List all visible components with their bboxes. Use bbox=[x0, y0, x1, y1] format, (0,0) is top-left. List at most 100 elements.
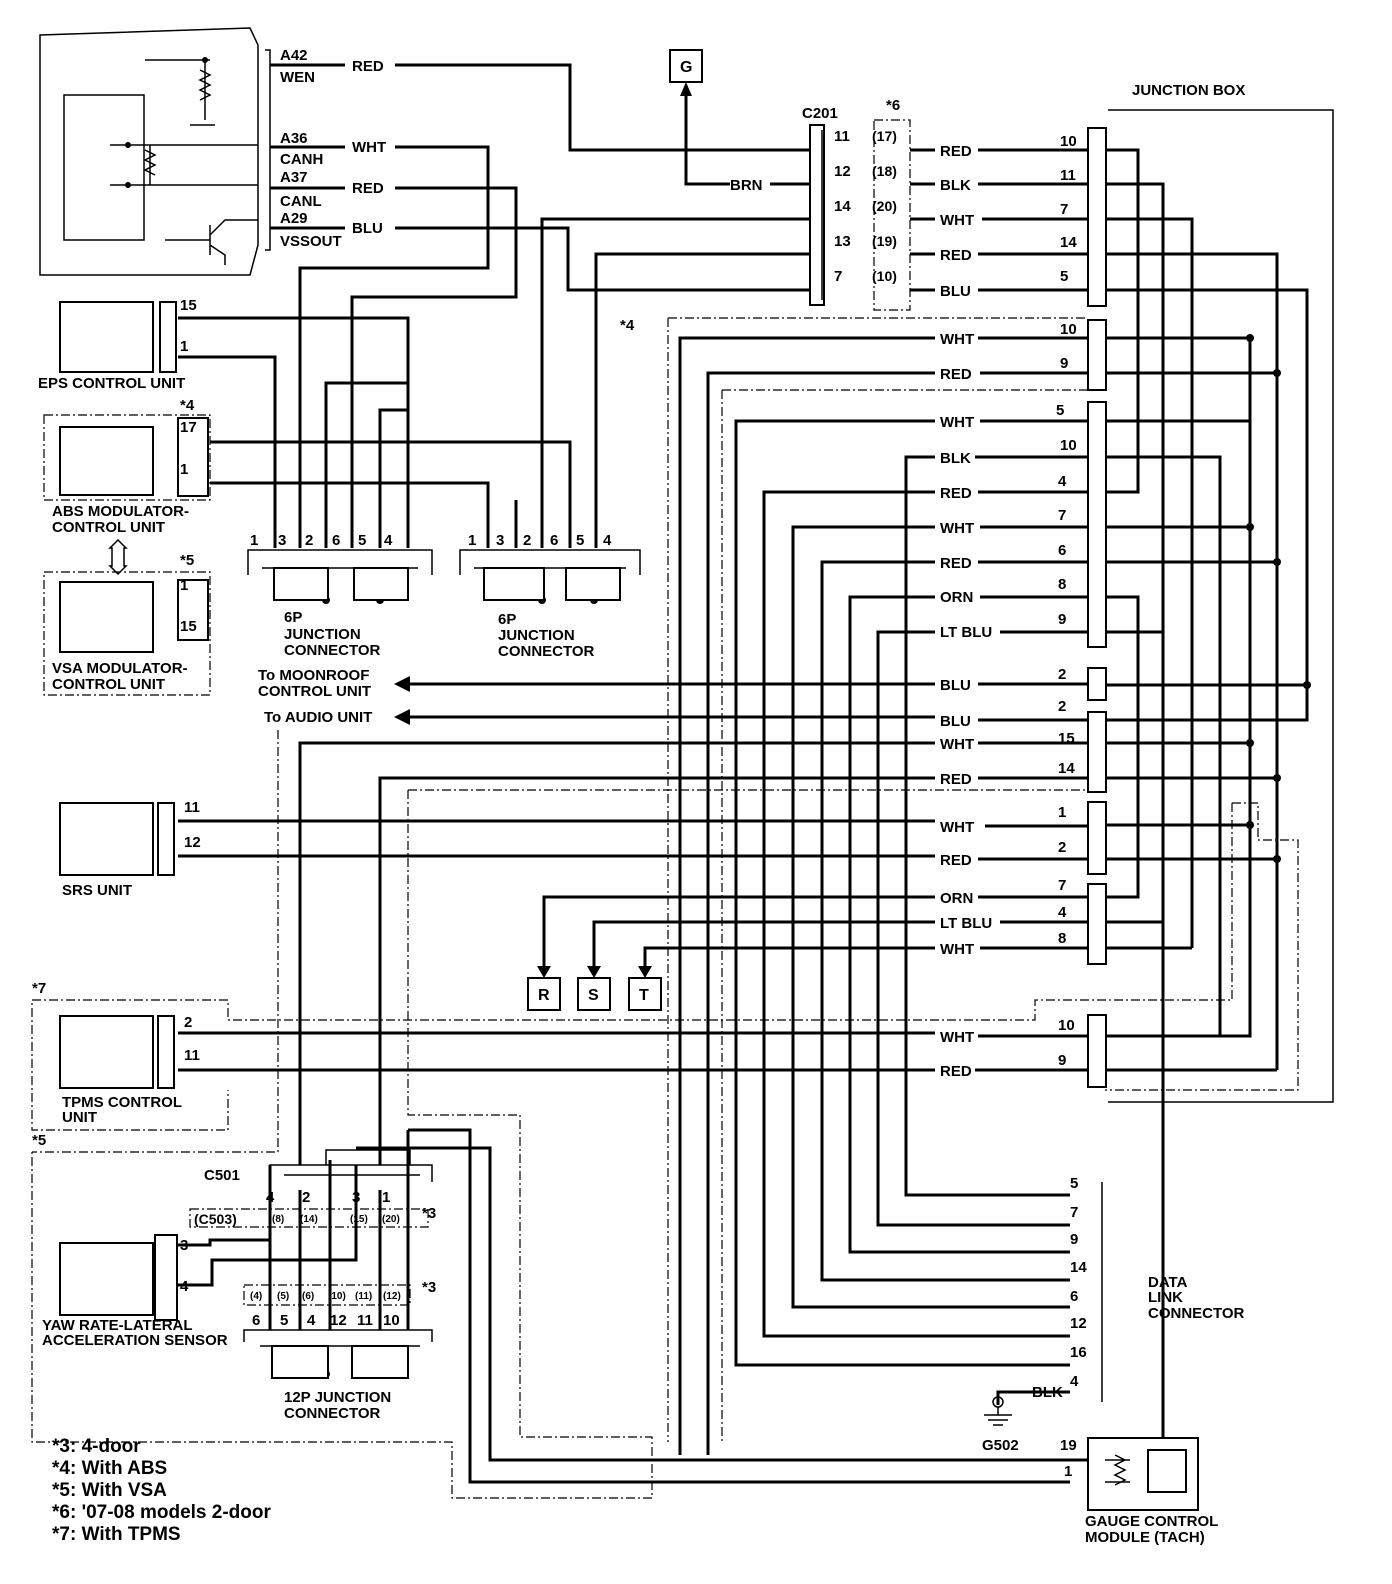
abs-label-1: ABS MODULATOR- bbox=[52, 503, 189, 520]
moonroof-arrow bbox=[394, 676, 410, 692]
jb-pin: 9 bbox=[1060, 355, 1068, 372]
ecm-pin-vssout: VSSOUT bbox=[280, 233, 342, 250]
tpms-label-2: UNIT bbox=[62, 1109, 97, 1126]
gauge-pin-19: 19 bbox=[1060, 1437, 1077, 1454]
ground-label: G502 bbox=[982, 1437, 1019, 1454]
abs-pin-17: 17 bbox=[180, 419, 197, 436]
c501-note: *3 bbox=[422, 1205, 436, 1222]
gauge-pin-1: 1 bbox=[1064, 1463, 1072, 1480]
c201-label: C201 bbox=[802, 105, 838, 122]
c201-note: *6 bbox=[886, 97, 900, 114]
c201-alt-10: (10) bbox=[872, 268, 897, 284]
c503-label: (C503) bbox=[194, 1211, 237, 1227]
jb-wire: ORN bbox=[940, 890, 973, 907]
yaw-pin-3: 3 bbox=[180, 1237, 188, 1254]
ecm-pin-a36: A36 bbox=[280, 130, 308, 147]
dlc-label-3: CONNECTOR bbox=[1148, 1305, 1245, 1322]
jb-wire: WHT bbox=[940, 520, 974, 537]
yaw-rate-sensor[interactable] bbox=[59, 1234, 178, 1321]
ground-wire-label: BLK bbox=[1032, 1384, 1063, 1401]
dlc-pin: 9 bbox=[1070, 1231, 1078, 1248]
dlc-pin: 6 bbox=[1070, 1288, 1078, 1305]
jc12p-alt: (11) bbox=[355, 1291, 372, 1302]
jc6p-a-pin: 2 bbox=[305, 532, 313, 549]
g-terminal[interactable]: G bbox=[669, 49, 703, 96]
c501-pin-2: 2 bbox=[302, 1189, 310, 1206]
jb-pin: 7 bbox=[1060, 201, 1068, 218]
tpms-pin-2: 2 bbox=[184, 1014, 192, 1031]
jc12p-pin: 6 bbox=[252, 1312, 260, 1329]
jb-pin: 5 bbox=[1060, 268, 1068, 285]
c503-alt-15: (15) bbox=[350, 1214, 368, 1225]
jc6p-a-label-2: JUNCTION bbox=[284, 626, 361, 643]
labels: BRN C201 *6 11 12 14 13 7 (17) (18) (20)… bbox=[32, 82, 1245, 1546]
note-line: *5: With VSA bbox=[52, 1480, 167, 1501]
gauge-control-module[interactable] bbox=[1087, 1437, 1199, 1511]
ecm-wire-red-1: RED bbox=[352, 58, 384, 75]
terminal-r[interactable]: R bbox=[527, 966, 561, 1011]
terminal-t[interactable]: T bbox=[628, 966, 662, 1011]
ecm-pin-canl: CANL bbox=[280, 193, 322, 210]
jc12p-alt: (10) bbox=[328, 1291, 346, 1302]
jb-wire: LT BLU bbox=[940, 624, 992, 641]
jc12p-pin: 5 bbox=[280, 1312, 288, 1329]
moonroof-label-2: CONTROL UNIT bbox=[258, 683, 371, 700]
terminal-s-label: S bbox=[588, 987, 599, 1004]
jb-pin: 4 bbox=[1058, 473, 1067, 490]
abs-modulator[interactable] bbox=[59, 417, 209, 497]
c201-alt-19: (19) bbox=[872, 233, 897, 249]
vsa-modulator[interactable] bbox=[59, 579, 209, 653]
eps-control-unit[interactable] bbox=[59, 301, 177, 373]
jc6p-b-label-2: JUNCTION bbox=[498, 627, 575, 644]
ecm-wire-wht: WHT bbox=[352, 139, 386, 156]
jb-pin: 4 bbox=[1058, 904, 1067, 921]
jb-pin: 7 bbox=[1058, 507, 1066, 524]
terminal-s[interactable]: S bbox=[577, 966, 611, 1011]
g-terminal-label: G bbox=[680, 59, 692, 76]
jc6p-b-pin: 3 bbox=[496, 532, 504, 549]
dlc-label-1: DATA bbox=[1148, 1274, 1188, 1291]
option-dashed-wiring bbox=[31, 119, 1299, 1499]
c201-pin-12: 12 bbox=[834, 163, 851, 180]
jc12p-pin: 11 bbox=[357, 1312, 373, 1329]
jb-pin: 6 bbox=[1058, 542, 1066, 559]
jb-pin: 10 bbox=[1058, 1017, 1075, 1034]
note-line: *7: With TPMS bbox=[52, 1524, 181, 1545]
eps-pin-15: 15 bbox=[180, 297, 197, 314]
jc12p-pin: 10 bbox=[383, 1312, 400, 1329]
audio-arrow bbox=[394, 709, 410, 725]
jb-pin: 1 bbox=[1058, 804, 1066, 821]
jb-wire: WHT bbox=[940, 819, 974, 836]
jc6p-a-pin: 6 bbox=[332, 532, 340, 549]
eps-pin-1: 1 bbox=[180, 338, 188, 355]
ecm-pin-a37: A37 bbox=[280, 169, 308, 186]
jb-wire: RED bbox=[940, 555, 972, 572]
jc6p-b-pin: 2 bbox=[523, 532, 531, 549]
jb-wire: LT BLU bbox=[940, 915, 992, 932]
note-line: *6: '07-08 models 2-door bbox=[52, 1502, 271, 1523]
tpms-note: *7 bbox=[32, 980, 46, 997]
jb-wire: BLU bbox=[940, 713, 971, 730]
tpms-control-unit[interactable] bbox=[59, 1015, 175, 1089]
jb-pin: 5 bbox=[1056, 402, 1064, 419]
jc12p-note: *3 bbox=[422, 1279, 436, 1296]
jb-wire: WHT bbox=[940, 736, 974, 753]
jb-pin: 8 bbox=[1058, 576, 1066, 593]
srs-unit[interactable] bbox=[59, 802, 175, 876]
ecm-wire-labels: RED WHT RED BLU bbox=[352, 58, 386, 237]
jb-pin: 2 bbox=[1058, 666, 1066, 683]
terminal-t-label: T bbox=[639, 987, 649, 1004]
jb-pin: 10 bbox=[1060, 321, 1077, 338]
jb-wire: RED bbox=[940, 366, 972, 383]
jb-pin: 9 bbox=[1058, 611, 1066, 628]
vsa-pin-15: 15 bbox=[180, 618, 197, 635]
jb-wire: WHT bbox=[940, 331, 974, 348]
dlc-pin: 14 bbox=[1070, 1259, 1087, 1276]
srs-pin-12: 12 bbox=[184, 834, 201, 851]
jc12p-pin: 12 bbox=[330, 1312, 347, 1329]
jb-wire: WHT bbox=[940, 941, 974, 958]
moonroof-label-1: To MOONROOF bbox=[258, 667, 369, 684]
wires bbox=[178, 63, 1309, 1484]
ecm-module bbox=[39, 27, 271, 276]
